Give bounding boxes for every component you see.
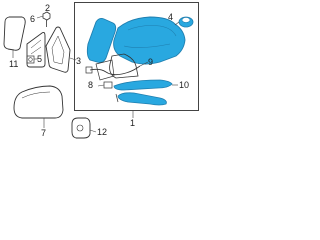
leader-3 (69, 57, 77, 61)
callout-11: 11 (9, 59, 19, 69)
callout-7: 7 (41, 128, 47, 138)
part-10-turn-signal (113, 79, 173, 91)
callout-8: 8 (88, 80, 94, 90)
leader-4 (174, 21, 180, 26)
callout-2: 2 (45, 3, 51, 13)
assembly-light-strip (115, 92, 167, 106)
part-12-connector (71, 117, 91, 139)
leader-12 (89, 129, 97, 133)
part-3-base (45, 26, 71, 73)
callout-4: 4 (168, 12, 174, 22)
leader-8 (97, 84, 105, 87)
part-7-cover (13, 85, 64, 119)
part-6-screw (42, 11, 51, 27)
part-4-motor (178, 16, 194, 28)
assembly-bracket (95, 53, 139, 81)
assembly-housing (113, 16, 186, 65)
callout-10: 10 (179, 80, 190, 90)
callout-1: 1 (130, 118, 136, 128)
assembly-mirror-glass (86, 17, 117, 63)
part-9-harness (85, 65, 141, 76)
leader-6 (36, 15, 44, 19)
leader-9 (139, 61, 149, 67)
assembly-frame (74, 2, 199, 111)
callout-12: 12 (97, 127, 108, 137)
callout-9: 9 (148, 57, 154, 67)
callout-5: 5 (37, 54, 43, 64)
callout-3: 3 (76, 56, 82, 66)
part-8-clip (103, 81, 113, 89)
parts-diagram (3, 11, 194, 139)
part-5-bolt (26, 55, 35, 64)
callout-6: 6 (30, 14, 36, 24)
part-2-bracket (26, 31, 46, 68)
part-11-mirror-glass (3, 16, 26, 51)
